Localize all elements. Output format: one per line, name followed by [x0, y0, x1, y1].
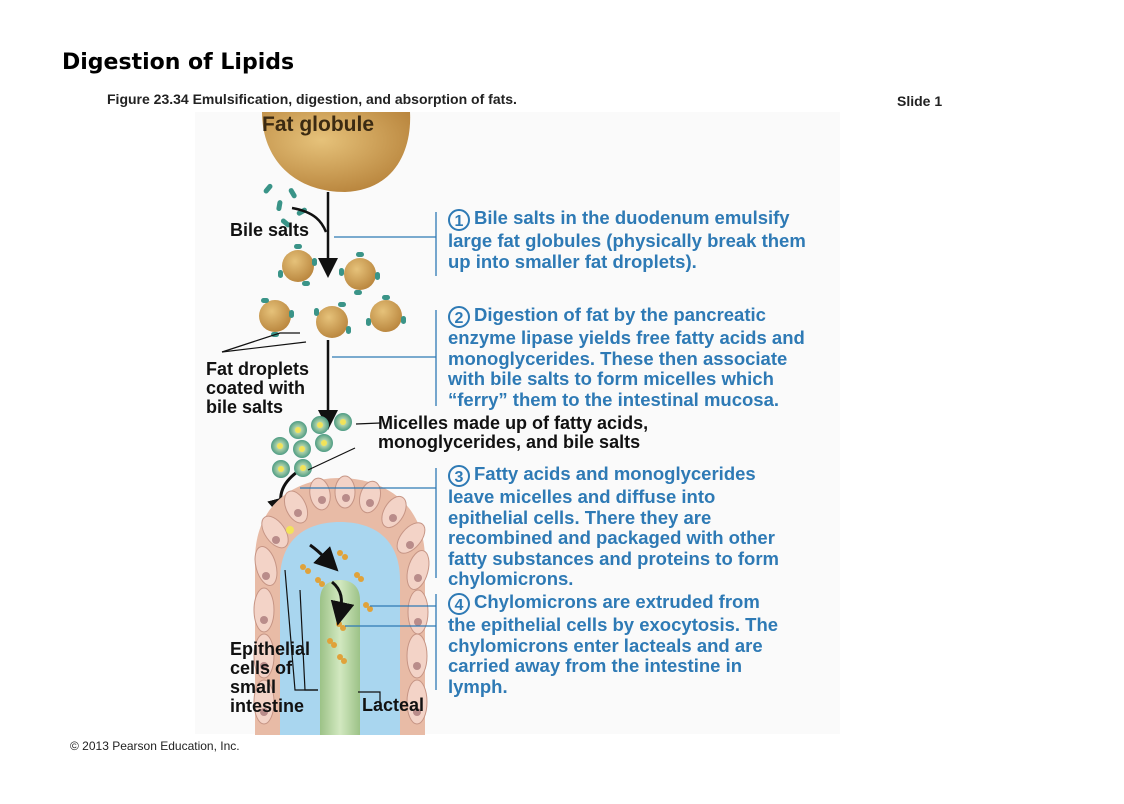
epithelial-line: small	[230, 677, 277, 697]
fat-droplet-leader-2	[221, 341, 307, 353]
fat-droplets-line: bile salts	[206, 397, 284, 417]
micelle-leader-2	[307, 447, 356, 471]
step-line: monoglycerides. These then associate	[448, 347, 788, 369]
epithelial-line: Epithelial	[230, 639, 311, 659]
slide-label: Slide 1	[897, 93, 943, 109]
step-line: chylomicrons enter lacteals and are	[448, 634, 763, 656]
step-4-number: 4	[448, 593, 470, 615]
step-brackets	[300, 212, 437, 690]
micelles	[271, 413, 352, 478]
fat-droplets-line: coated with	[206, 378, 306, 398]
step-line: “ferry” them to the intestinal mucosa.	[448, 388, 780, 410]
epithelial-line: intestine	[230, 696, 305, 716]
step-3-number: 3	[448, 465, 470, 487]
step-line: epithelial cells. There they are	[448, 506, 712, 528]
step-line: chylomicrons.	[448, 568, 574, 589]
micelles-label: Micelles made up of fatty acids, monogly…	[378, 414, 648, 452]
epithelial-line: cells of	[230, 658, 293, 678]
step-line: with bile salts to form micelles which	[448, 368, 774, 389]
step-line: Fatty acids and monoglycerides	[474, 463, 756, 484]
micelles-line: Micelles made up of fatty acids,	[378, 413, 649, 433]
bile-salt-rods	[263, 183, 307, 228]
fat-globule-label: Fat globule	[262, 113, 374, 136]
fat-globule	[262, 112, 411, 192]
micelle-leader	[355, 422, 381, 425]
step-line: large fat globules (physically break the…	[448, 230, 806, 251]
step-line: fatty substances and proteins to form	[448, 547, 779, 569]
step-1-number: 1	[448, 209, 470, 231]
step-line: Bile salts in the duodenum emulsify	[474, 207, 790, 228]
fat-droplets-label: Fat droplets coated with bile salts	[206, 360, 309, 417]
step-line: recombined and packaged with other	[448, 527, 775, 548]
chylomicrons	[286, 526, 373, 664]
epithelial-label: Epithelial cells of small intestine	[230, 640, 310, 716]
fat-droplets	[259, 244, 406, 338]
fat-droplets-line: Fat droplets	[206, 359, 310, 379]
step-line: carried away from the intestine in	[448, 655, 743, 676]
step-line: up into smaller fat droplets).	[448, 250, 697, 272]
step-line: Digestion of fat by the pancreatic	[474, 304, 766, 325]
epithelial-leader-2	[299, 589, 318, 691]
step-line: enzyme lipase yields free fatty acids an…	[448, 327, 805, 348]
arrow-diffuse	[309, 543, 339, 572]
figure-caption: Figure 23.34 Emulsification, digestion, …	[107, 91, 517, 107]
micelles-line: monoglycerides, and bile salts	[378, 432, 641, 452]
arrow-lacteal	[330, 580, 355, 626]
fat-droplet-leader	[221, 332, 300, 353]
arrow-bile-join	[291, 206, 328, 233]
bile-salts-label: Bile salts	[230, 220, 310, 240]
step-line: leave micelles and diffuse into	[448, 486, 716, 507]
page-title: Digestion of Lipids	[62, 50, 295, 75]
lacteal-label: Lacteal	[362, 695, 425, 715]
step-line: Chylomicrons are extruded from	[474, 591, 760, 612]
copyright: © 2013 Pearson Education, Inc.	[70, 739, 240, 753]
step-line: the epithelial cells by exocytosis. The	[448, 614, 779, 635]
lacteal-leader	[358, 691, 381, 708]
step-line: lymph.	[448, 675, 508, 697]
step-2-number: 2	[448, 306, 470, 328]
